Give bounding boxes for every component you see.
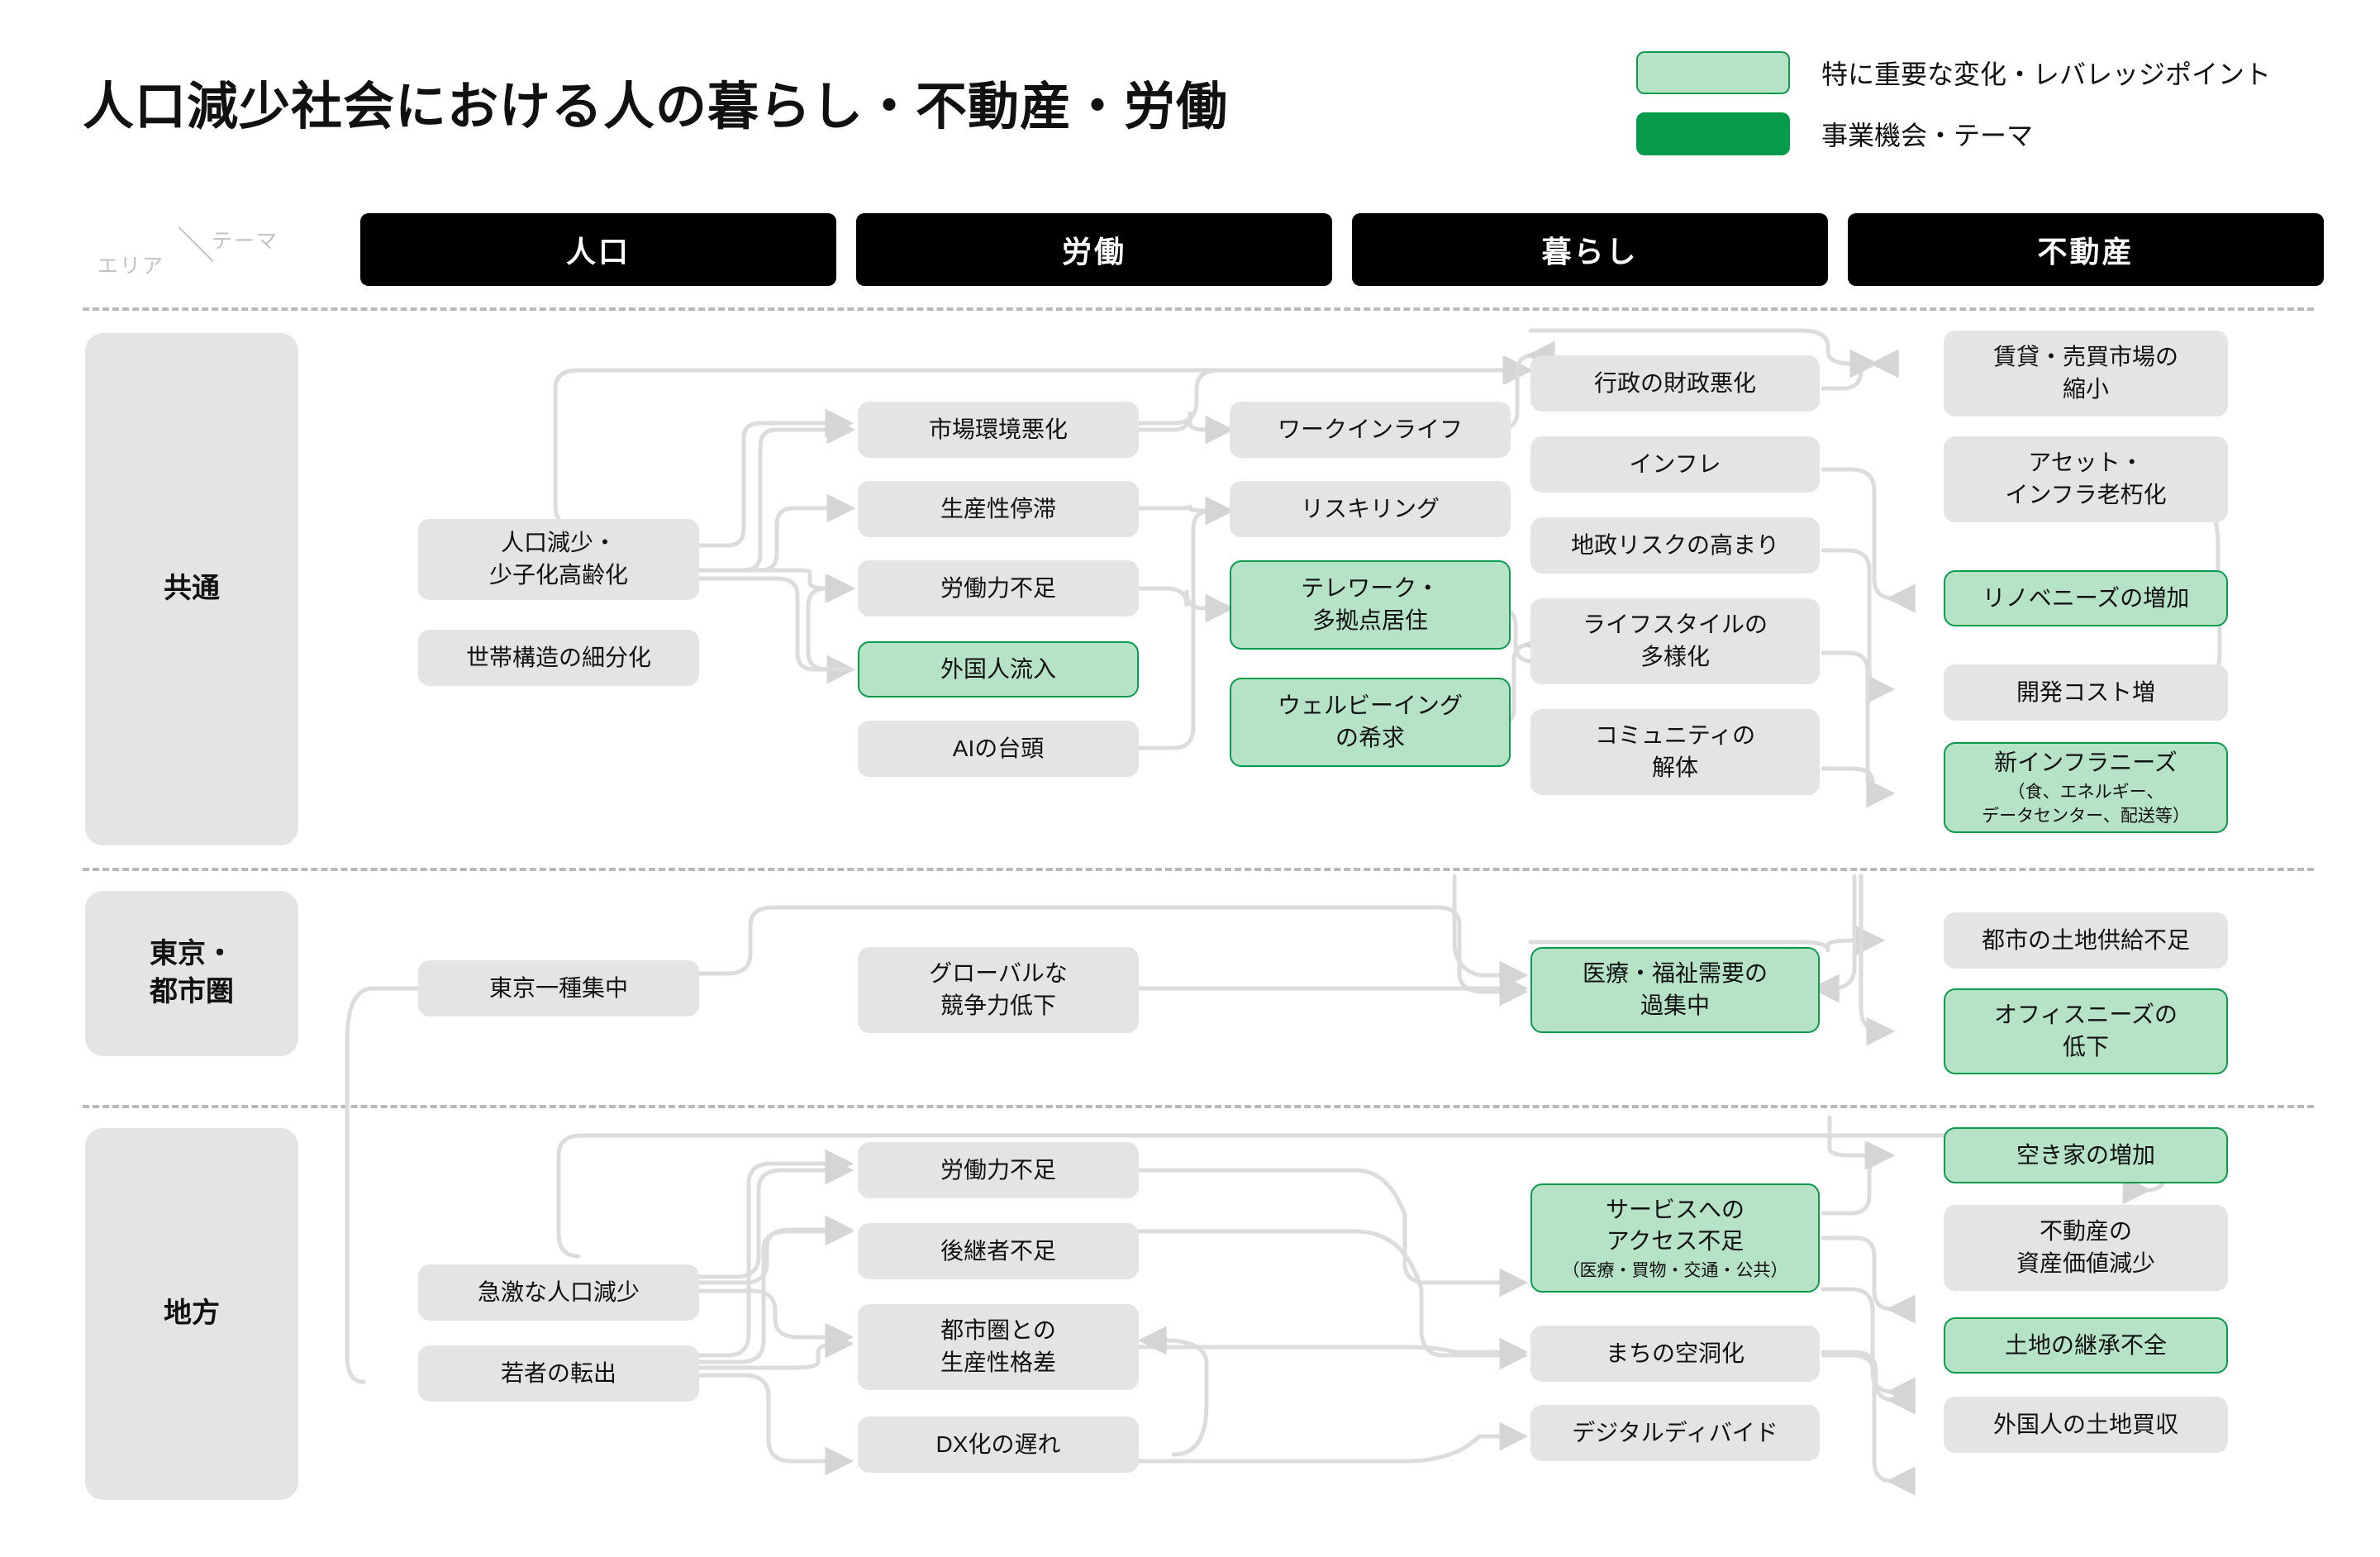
column-header-jinko[interactable]: 人口 (360, 213, 836, 286)
node-jinko-gensho[interactable]: 人口減少・ 少子化高齢化 (418, 519, 699, 600)
node-toshiken-seisansei-kakusa[interactable]: 都市圏との 生産性格差 (858, 1304, 1139, 1390)
node-global-line1: グローバルな (929, 960, 1068, 987)
node-ai-taitou[interactable]: AIの台頭 (858, 721, 1139, 777)
node-kyugeki-jinko-gensho[interactable]: 急激な人口減少 (418, 1264, 699, 1321)
node-community-line1: コミュニティの (1594, 722, 1756, 749)
node-setai-kozo[interactable]: 世帯構造の細分化 (418, 630, 699, 686)
node-lifestyle-tayouka[interactable]: ライフスタイルの 多様化 (1530, 598, 1820, 684)
node-shin-infra-needs[interactable]: 新インフラニーズ （食、エネルギー、 データセンター、配送等） (1944, 742, 2228, 833)
node-reskilling[interactable]: リスキリング (1230, 481, 1511, 537)
node-toshi-tochi-kyoukyu-busoku[interactable]: 都市の土地供給不足 (1944, 912, 2228, 969)
node-office-line1: オフィスニーズの (1993, 1002, 2178, 1028)
node-shin-infra-line1: 新インフラニーズ (1994, 750, 2178, 776)
column-header-roudou[interactable]: 労働 (856, 213, 1332, 286)
node-fudosan-shisan-kachi-gensho[interactable]: 不動産の 資産価値減少 (1944, 1205, 2228, 1291)
legend-item-important: 特に重要な変化・レバレッジポイント (1636, 50, 2271, 96)
legend-item-opportunity: 事業機会・テーマ (1636, 111, 2271, 157)
legend-swatch-dark-green-icon (1636, 112, 1790, 155)
divider-top (83, 307, 2314, 311)
node-machi-kudouka[interactable]: まちの空洞化 (1530, 1326, 1820, 1382)
node-roudouryoku-busoku-chihou[interactable]: 労働力不足 (858, 1142, 1139, 1198)
divider-middle (83, 868, 2314, 871)
node-shisan-line1: 不動産の (2039, 1218, 2132, 1245)
column-header-fudosan[interactable]: 不動産 (1848, 213, 2324, 286)
node-chintai-line2: 縮小 (2062, 376, 2109, 402)
node-lifestyle-line2: 多様化 (1640, 644, 1710, 669)
node-service-line2: アクセス不足 (1606, 1228, 1745, 1255)
legend-swatch-light-green-icon (1636, 51, 1790, 94)
node-shin-infra-sub2: データセンター、配送等） (1982, 807, 2190, 826)
page-title: 人口減少社会における人の暮らし・不動産・労働 (83, 79, 1229, 136)
node-iryou-fukushi-kashuchu[interactable]: 医療・福祉需要の 過集中 (1530, 947, 1820, 1033)
node-wellbeing-line1: ウェルビーイング (1277, 693, 1463, 719)
node-asset-line1: アセット・ (2028, 450, 2144, 476)
node-shisan-line2: 資産価値減少 (2016, 1250, 2155, 1276)
node-chintai-line1: 賃貸・売買市場の (1992, 344, 2178, 370)
node-koukeisha-busoku[interactable]: 後継者不足 (858, 1223, 1139, 1279)
node-jinko-gensho-line1: 人口減少・ (500, 530, 616, 556)
node-community-kaitai[interactable]: コミュニティの 解体 (1530, 709, 1820, 795)
node-global-line2: 競争力低下 (940, 993, 1056, 1018)
legend: 特に重要な変化・レバレッジポイント 事業機会・テーマ (1636, 50, 2271, 172)
node-tokyo-ikkyoku-shuchu[interactable]: 東京一種集中 (418, 960, 699, 1017)
node-telework-takyoten[interactable]: テレワーク・ 多拠点居住 (1230, 560, 1511, 650)
node-service-access-busoku[interactable]: サービスへの アクセス不足 （医療・買物・交通・公共） (1530, 1183, 1820, 1293)
node-renove-needs[interactable]: リノベニーズの増加 (1944, 570, 2228, 626)
legend-label-important: 特に重要な変化・レバレッジポイント (1821, 60, 2272, 89)
node-iryou-line1: 医療・福祉需要の (1582, 960, 1768, 987)
row-label-tokyo-line2: 都市圏 (150, 976, 234, 1007)
node-wellbeing-line2: の希求 (1335, 725, 1405, 750)
node-iryou-line2: 過集中 (1640, 993, 1710, 1018)
node-service-sub1: （医療・買物・交通・公共） (1562, 1260, 1788, 1280)
node-chisei-risk[interactable]: 地政リスクの高まり (1530, 517, 1820, 574)
node-telework-line2: 多拠点居住 (1311, 607, 1428, 633)
row-label-tokyo-line1: 東京・ (150, 938, 234, 970)
node-telework-line1: テレワーク・ (1301, 575, 1440, 602)
node-jinko-gensho-line2: 少子化高齢化 (488, 562, 628, 588)
node-asset-infra-roukyuka[interactable]: アセット・ インフラ老朽化 (1944, 436, 2228, 522)
node-shin-infra-sub1: （食、エネルギー、 (2007, 783, 2164, 802)
row-label-tokyo: 東京・ 都市圏 (85, 891, 298, 1056)
row-label-kyotsu: 共通 (85, 333, 298, 845)
axis-corner-label: エリア ＼ テーマ (98, 221, 288, 288)
node-chintai-baibai-shukusho[interactable]: 賃貸・売買市場の 縮小 (1944, 331, 2228, 417)
node-seisansei-teitai[interactable]: 生産性停滞 (858, 481, 1139, 537)
node-gaikokujin-tochi-baishu[interactable]: 外国人の土地買収 (1944, 1397, 2228, 1453)
row-label-chihou: 地方 (85, 1128, 298, 1500)
node-digital-divide[interactable]: デジタルディバイド (1530, 1405, 1820, 1461)
node-asset-line2: インフラ老朽化 (2005, 482, 2167, 507)
node-kaihatsu-cost[interactable]: 開発コスト増 (1944, 664, 2228, 721)
node-wakamono-tenshutsu[interactable]: 若者の転出 (418, 1345, 699, 1402)
node-toshiken-line1: 都市圏との (940, 1317, 1056, 1344)
node-tochi-keishou-fuzen[interactable]: 土地の継承不全 (1944, 1317, 2228, 1374)
node-global-kyousouryoku[interactable]: グローバルな 競争力低下 (858, 947, 1139, 1033)
node-toshiken-line2: 生産性格差 (940, 1350, 1056, 1375)
node-roudouryoku-busoku[interactable]: 労働力不足 (858, 560, 1139, 617)
node-shijo-kankyo[interactable]: 市場環境悪化 (858, 402, 1139, 458)
node-work-in-life[interactable]: ワークインライフ (1230, 402, 1511, 458)
node-akiya-zouka[interactable]: 空き家の増加 (1944, 1127, 2228, 1183)
node-lifestyle-line1: ライフスタイルの (1582, 612, 1768, 638)
node-office-needs-teika[interactable]: オフィスニーズの 低下 (1944, 988, 2228, 1074)
node-inflation[interactable]: インフレ (1530, 436, 1820, 493)
node-gyousei-zaisei[interactable]: 行政の財政悪化 (1530, 355, 1820, 412)
legend-label-opportunity: 事業機会・テーマ (1821, 121, 2034, 150)
node-gaikokujin-ryunyu[interactable]: 外国人流入 (858, 641, 1139, 698)
node-service-line1: サービスへの (1605, 1196, 1745, 1222)
node-community-line2: 解体 (1651, 755, 1698, 780)
divider-bottom (83, 1105, 2314, 1108)
axis-label-theme: テーマ (212, 230, 279, 253)
axis-label-area: エリア (98, 255, 165, 278)
node-dx-okure[interactable]: DX化の遅れ (858, 1417, 1139, 1473)
node-office-line2: 低下 (2062, 1034, 2109, 1059)
node-wellbeing-kikyu[interactable]: ウェルビーイング の希求 (1230, 678, 1511, 767)
axis-slash-icon: ＼ (177, 224, 215, 267)
column-header-kurashi[interactable]: 暮らし (1352, 213, 1828, 286)
